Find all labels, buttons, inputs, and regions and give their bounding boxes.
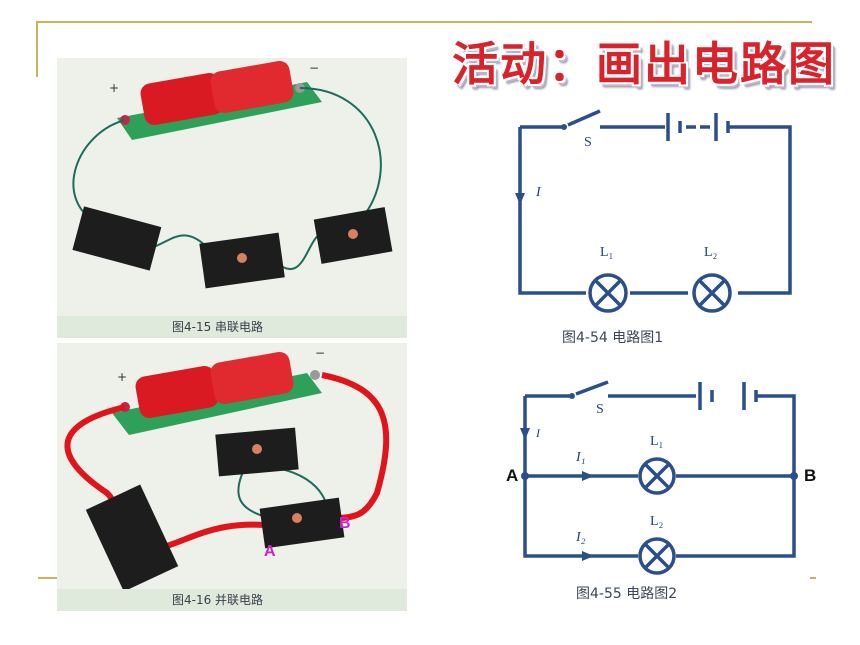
battery-plates-2 xyxy=(714,113,730,141)
lamp-1-symbol xyxy=(588,273,628,313)
minus-sign: − xyxy=(309,61,319,75)
red-wire-right xyxy=(321,372,390,521)
top-rule xyxy=(36,21,812,23)
battery-plates-1 xyxy=(666,113,682,141)
left-rule xyxy=(36,21,38,77)
switch-label: S xyxy=(584,135,592,150)
plus-sign: + xyxy=(109,81,119,95)
slide-title: 活动：画出电路图 xyxy=(452,37,836,91)
wire-left xyxy=(523,396,638,558)
battery-cell-1 xyxy=(140,72,224,126)
battery-cell-1 xyxy=(135,365,219,419)
series-circuit-photo: + − 图4-15 串联电路 xyxy=(57,58,407,338)
negative-terminal xyxy=(310,370,320,380)
lamp-1-label: L₁ xyxy=(600,245,614,260)
current-arrow xyxy=(515,193,525,205)
plus-sign: + xyxy=(117,370,127,384)
circuit-diagram-1: S I L₁ L₂ 图4-54 电路图1 xyxy=(500,105,805,350)
branch-2-arrow xyxy=(582,551,594,561)
switch-block xyxy=(85,484,179,592)
battery-plates-2 xyxy=(742,382,758,410)
parallel-circuit-photo: + − A B 图4-16 并联电路 xyxy=(57,343,407,611)
minus-sign: − xyxy=(315,346,325,360)
series-photo-caption: 图4-15 串联电路 xyxy=(172,320,264,334)
battery-cell-2 xyxy=(210,60,294,114)
circuit-diagram-2: S I I₁ I₂ L₁ L₂ 图4-55 电路图2 xyxy=(510,378,810,608)
series-photo-drawing: + − xyxy=(57,58,407,316)
bottom-rule-left xyxy=(38,577,62,579)
node-a-dot xyxy=(521,472,529,480)
lamp-block-2 xyxy=(259,497,345,549)
circuit-1-caption: 图4-54 电路图1 xyxy=(562,330,664,346)
switch-label: S xyxy=(596,402,604,417)
switch-pivot xyxy=(569,393,575,399)
lamp-2-label: L₂ xyxy=(704,245,718,260)
current-label: I xyxy=(536,185,541,200)
switch-blade xyxy=(567,109,601,127)
switch-blade xyxy=(575,380,609,396)
current-label: I xyxy=(536,426,540,440)
lamp-2-symbol xyxy=(692,273,732,313)
branch-2-current-label: I₂ xyxy=(576,530,586,545)
lamp-2-symbol xyxy=(638,537,676,575)
parallel-photo-drawing: + − xyxy=(57,343,407,592)
branch-1-arrow xyxy=(582,471,594,481)
photo-point-b: B xyxy=(339,515,351,532)
lamp-1-label: L₁ xyxy=(650,434,664,449)
switch-pivot xyxy=(561,124,567,130)
branch-1-current-label: I₁ xyxy=(576,450,586,465)
wire-right xyxy=(728,125,792,295)
lamp-1-symbol xyxy=(638,457,676,495)
circuit-1-wiring xyxy=(515,109,792,313)
photo-point-a: A xyxy=(264,543,276,560)
current-arrow xyxy=(520,428,530,440)
switch-block xyxy=(72,206,162,271)
circuit-2-wiring xyxy=(520,380,798,575)
parallel-photo-caption: 图4-16 并联电路 xyxy=(172,593,264,607)
wire-left xyxy=(518,127,586,295)
node-b-dot xyxy=(790,472,798,480)
node-b-label: B xyxy=(804,466,817,485)
parallel-photo-caption-bar: 图4-16 并联电路 xyxy=(57,589,407,611)
battery-cell-2 xyxy=(210,351,294,405)
node-a-label: A xyxy=(506,466,519,485)
series-photo-caption-bar: 图4-15 串联电路 xyxy=(57,316,407,338)
battery-plates-1 xyxy=(698,382,714,410)
lamp-2-label: L₂ xyxy=(650,514,664,529)
circuit-2-caption: 图4-55 电路图2 xyxy=(576,586,678,602)
